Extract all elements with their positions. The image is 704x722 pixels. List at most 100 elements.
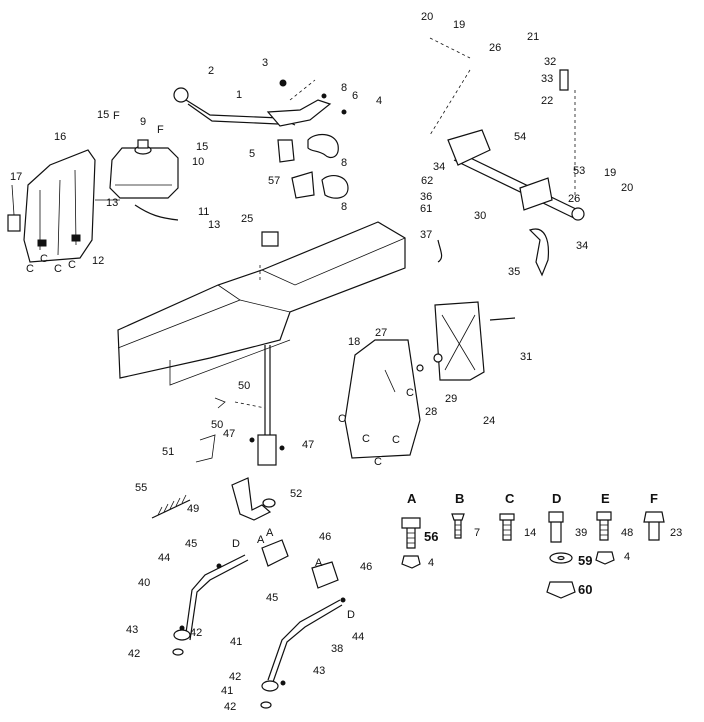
- part-number-41: 41: [221, 685, 233, 697]
- part-number-47: 47: [302, 439, 314, 451]
- fastener-code-c: C: [26, 263, 34, 275]
- part-number-1: 1: [236, 89, 242, 101]
- pedal-shaft-assembly: [429, 69, 585, 277]
- fastener-code-a: A: [257, 534, 265, 546]
- fastener-code-d: D: [232, 538, 240, 550]
- part-number-8: 8: [341, 82, 347, 94]
- legend-letter-d: D: [552, 491, 561, 506]
- part-number-42: 42: [128, 648, 140, 660]
- legend-extra-a: 4: [428, 557, 434, 569]
- fastener-code-c: C: [68, 259, 76, 271]
- shoulder-bolt-icon: [548, 511, 564, 523]
- part-number-15: 15: [196, 141, 208, 153]
- part-number-8: 8: [341, 157, 347, 169]
- part-number-17: 17: [10, 171, 22, 183]
- legend-extra2-d: 4: [624, 551, 630, 563]
- legend-part-d: 39: [575, 527, 587, 539]
- part-number-43: 43: [313, 665, 325, 677]
- part-number-19: 19: [453, 19, 465, 31]
- part-number-26: 26: [489, 42, 501, 54]
- part-number-5: 5: [249, 148, 255, 160]
- lock-nut-icon: [595, 551, 615, 565]
- part-number-42: 42: [229, 671, 241, 683]
- shift-lever: [173, 79, 347, 127]
- legend-letter-c: C: [505, 491, 515, 506]
- part-number-13: 13: [208, 219, 220, 231]
- part-number-10: 10: [192, 156, 204, 168]
- part-number-49: 49: [187, 503, 199, 515]
- legend-part-a: 56: [424, 529, 438, 544]
- part-number-6: 6: [352, 90, 358, 102]
- fastener-code-c: C: [406, 387, 414, 399]
- fastener-code-d: D: [347, 609, 355, 621]
- fuel-tank: [95, 139, 179, 221]
- fastener-code-a: A: [266, 527, 274, 539]
- part-number-33: 33: [541, 73, 553, 85]
- legend-letter-b: B: [455, 491, 464, 506]
- part-number-38: 38: [331, 643, 343, 655]
- part-number-44: 44: [352, 631, 364, 643]
- part-number-34: 34: [576, 240, 588, 252]
- legend-letter-f: F: [650, 491, 658, 506]
- part-number-22: 22: [541, 95, 553, 107]
- part-number-54: 54: [514, 131, 526, 143]
- part-number-43: 43: [126, 624, 138, 636]
- legend-letter-a: A: [407, 491, 417, 506]
- legend-extra-d: 59: [578, 553, 592, 568]
- shift-arm: [151, 477, 276, 521]
- hex-nut-icon: [401, 555, 421, 569]
- part-number-45: 45: [266, 592, 278, 604]
- fastener-code-c: C: [54, 263, 62, 275]
- part-number-24: 24: [483, 415, 495, 427]
- part-number-4: 4: [376, 95, 382, 107]
- pivot-assembly: [195, 345, 285, 466]
- part-number-61: 61: [420, 203, 432, 215]
- fastener-code-c: C: [392, 434, 400, 446]
- part-number-20: 20: [621, 182, 633, 194]
- fastener-code-f: F: [113, 110, 120, 122]
- fastener-code-c: C: [40, 253, 48, 265]
- part-number-46: 46: [319, 531, 331, 543]
- brackets: [277, 134, 349, 199]
- part-number-29: 29: [445, 393, 457, 405]
- part-number-18: 18: [348, 336, 360, 348]
- part-number-35: 35: [508, 266, 520, 278]
- part-number-50: 50: [211, 419, 223, 431]
- legend-extra3-d: 60: [578, 582, 592, 597]
- control-rod-right: [260, 561, 346, 709]
- small-bolt-icon: [451, 513, 465, 521]
- part-number-11: 11: [198, 206, 209, 218]
- leader-lines: [234, 37, 471, 409]
- part-number-9: 9: [140, 116, 146, 128]
- part-number-15: 15: [97, 109, 109, 121]
- part-number-32: 32: [544, 56, 556, 68]
- part-number-27: 27: [375, 327, 387, 339]
- part-number-26: 26: [568, 193, 580, 205]
- part-number-28: 28: [425, 406, 437, 418]
- part-number-37: 37: [420, 229, 432, 241]
- part-labels: 1234568889101112131315151617181919202021…: [10, 11, 633, 713]
- part-number-3: 3: [262, 57, 268, 69]
- part-number-21: 21: [527, 31, 539, 43]
- part-number-51: 51: [162, 446, 174, 458]
- part-number-41: 41: [230, 636, 242, 648]
- fastener-code-a: A: [315, 557, 323, 569]
- part-number-57: 57: [268, 175, 280, 187]
- part-number-31: 31: [520, 351, 532, 363]
- legend-letter-e: E: [601, 491, 610, 506]
- side-panel-left: [7, 149, 96, 263]
- fastener-code-c: C: [338, 413, 346, 425]
- legend-part-f: 23: [670, 527, 682, 539]
- part-number-47: 47: [223, 428, 235, 440]
- part-number-16: 16: [54, 131, 66, 143]
- control-rod-left: [172, 539, 289, 656]
- part-number-20: 20: [421, 11, 433, 23]
- fastener-legend: A B C D E F 56 4 7 14 3: [401, 491, 682, 599]
- part-number-8: 8: [341, 201, 347, 213]
- part-number-2: 2: [208, 65, 214, 77]
- part-number-42: 42: [224, 701, 236, 713]
- part-number-44: 44: [158, 552, 170, 564]
- part-number-62: 62: [421, 175, 433, 187]
- part-number-53: 53: [573, 165, 585, 177]
